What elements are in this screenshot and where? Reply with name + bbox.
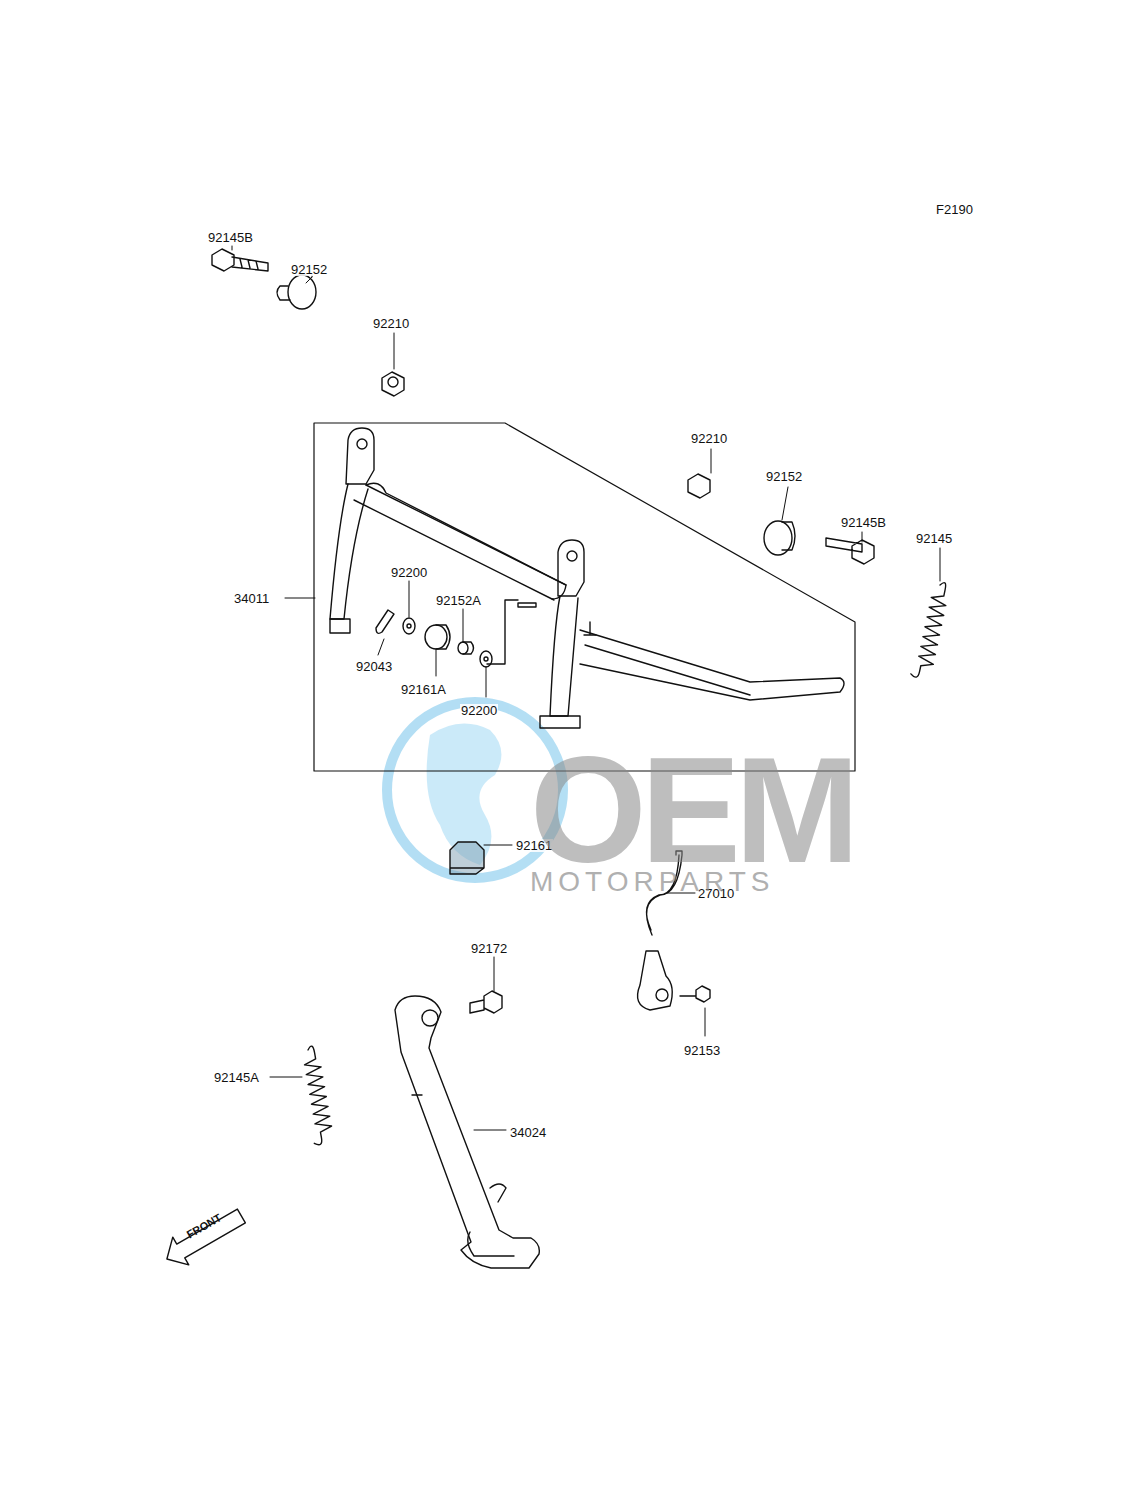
callout-number: 92145A: [213, 1071, 260, 1084]
callout-number: 92200: [390, 566, 428, 579]
spring: [298, 1045, 335, 1145]
figure-code: F2190: [935, 203, 974, 216]
group-outline: [314, 423, 855, 771]
center-stand: [330, 428, 844, 728]
callout-number: 92152A: [435, 594, 482, 607]
callout-number: 92145B: [840, 516, 887, 529]
rubber-stop: [450, 842, 484, 874]
leader-lines: [232, 246, 940, 1130]
callout-number: 92172: [470, 942, 508, 955]
callout-number: 92161A: [400, 683, 447, 696]
front-arrow: [159, 1202, 249, 1273]
switch: [656, 989, 668, 1001]
screw: [680, 986, 710, 1002]
hardware: [212, 249, 874, 564]
callout-number: 92200: [460, 704, 498, 717]
callout-number: 92043: [355, 660, 393, 673]
bolt: [470, 991, 502, 1013]
spring: [910, 580, 950, 680]
watermark-text: MOTORPARTS: [530, 868, 774, 896]
callout-number: 92210: [690, 432, 728, 445]
callout-number: 92152: [290, 263, 328, 276]
small-parts: [376, 610, 492, 667]
watermark-text: OEM: [530, 735, 854, 885]
callout-number: 92145: [915, 532, 953, 545]
callout-number: 92153: [683, 1044, 721, 1057]
front-label: FRONT: [185, 1212, 223, 1240]
callout-number: 92210: [372, 317, 410, 330]
callout-number: 34011: [233, 592, 270, 605]
callout-number: 92152: [765, 470, 803, 483]
callout-number: 34024: [509, 1126, 547, 1139]
callout-number: 92145B: [207, 231, 254, 244]
